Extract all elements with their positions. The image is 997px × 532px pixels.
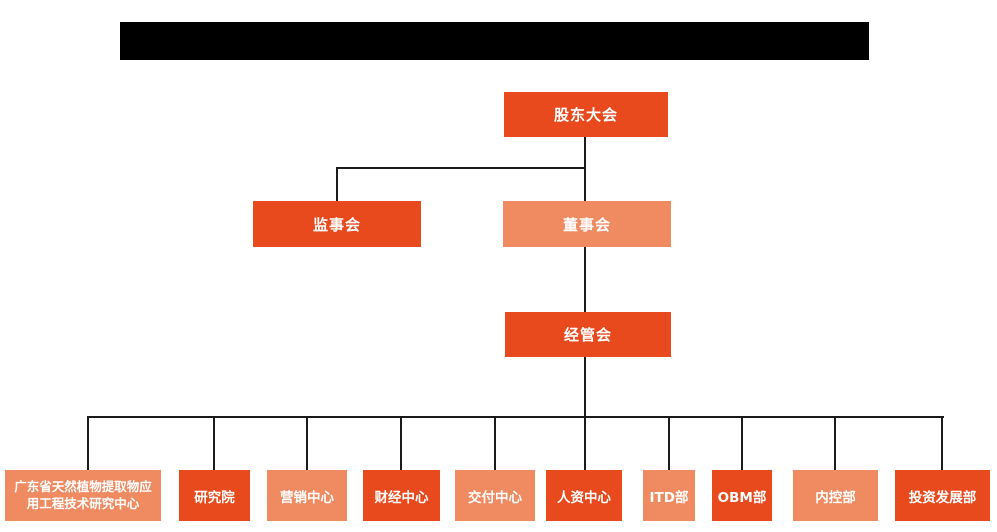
connector-drop-5 (494, 416, 496, 470)
node-dept-research-center: 广东省天然植物提取物应用工程技术研究中心 (5, 470, 161, 521)
node-dept-marketing-center: 营销中心 (267, 470, 347, 521)
node-dept-itd: ITD部 (643, 470, 695, 521)
node-supervisory-board: 监事会 (253, 201, 421, 247)
connector-drop-1 (87, 416, 89, 470)
node-dept-investment-development: 投资发展部 (895, 470, 990, 521)
connector-drop-8 (741, 416, 743, 470)
connector-drop-10 (941, 416, 943, 470)
connector-management-down (584, 357, 586, 470)
node-dept-delivery-center: 交付中心 (455, 470, 535, 521)
connector-supervisory-drop (336, 167, 338, 201)
connector-drop-3 (306, 416, 308, 470)
connector-shareholders-down (584, 137, 586, 201)
node-management-committee: 经管会 (505, 312, 671, 357)
connector-bottom-horizontal (88, 416, 944, 418)
node-dept-hr-center: 人资中心 (546, 470, 622, 521)
connector-branch-horizontal (336, 167, 586, 169)
node-dept-finance-center: 财经中心 (363, 470, 440, 521)
node-board-of-directors: 董事会 (503, 201, 671, 247)
node-dept-internal-control: 内控部 (793, 470, 878, 521)
redacted-title-bar (120, 22, 869, 60)
connector-drop-7 (668, 416, 670, 470)
node-shareholders-meeting: 股东大会 (504, 92, 668, 137)
node-dept-research-institute: 研究院 (179, 470, 250, 521)
connector-board-to-management (584, 247, 586, 312)
connector-drop-9 (834, 416, 836, 470)
connector-drop-2 (213, 416, 215, 470)
connector-drop-4 (400, 416, 402, 470)
node-dept-obm: OBM部 (712, 470, 772, 521)
